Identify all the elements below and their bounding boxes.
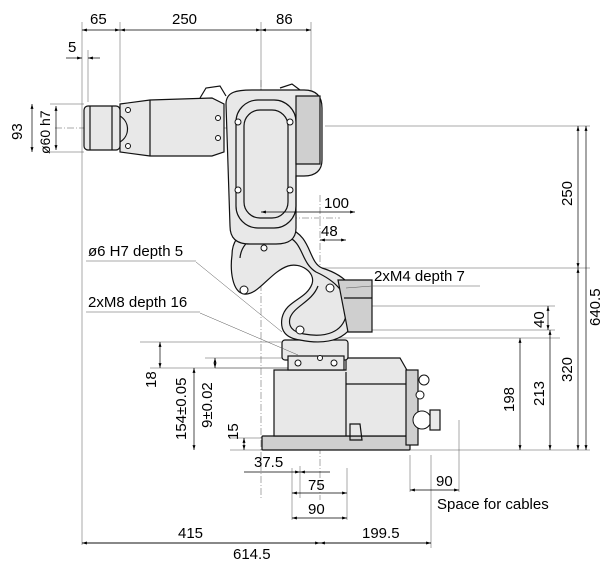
callout-labels: ø6 H7 depth 5 2xM8 depth 16 2xM4 depth 7…: [88, 243, 549, 513]
dim-15: 15: [225, 423, 242, 440]
callout-cable-space: Space for cables: [437, 496, 549, 513]
dim-614-5: 614.5: [233, 546, 271, 562]
lower-arm: [230, 225, 358, 343]
dim-198: 198: [501, 387, 518, 412]
forearm: [119, 97, 225, 157]
dim-154: 154±0.05: [173, 378, 190, 440]
dim-48: 48: [321, 223, 338, 240]
dim-250-vert: 250: [559, 181, 576, 206]
base-plate: [261, 435, 411, 451]
dim-86: 86: [276, 11, 293, 28]
dimension-labels: 65 250 86 5 93 ø60 h7 100 48 250 640.5 4…: [9, 11, 604, 562]
dim-90-cable: 90: [436, 473, 453, 490]
dim-flange-dia: ø60 h7: [37, 110, 53, 154]
connector-port: [412, 410, 432, 430]
dim-100: 100: [324, 195, 349, 212]
dim-199-5: 199.5: [362, 525, 400, 542]
cable-gland: [429, 409, 441, 431]
dim-213: 213: [531, 381, 548, 406]
dim-90-base: 90: [308, 501, 325, 518]
robot-body: [83, 83, 441, 451]
callout-m4: 2xM4 depth 7: [374, 268, 465, 285]
tool-flange: [83, 105, 121, 151]
connector-port: [415, 390, 425, 400]
dim-250-top: 250: [172, 11, 197, 28]
dim-415: 415: [178, 525, 203, 542]
dim-320: 320: [559, 357, 576, 382]
dim-75: 75: [308, 477, 325, 494]
callout-pin-hole: ø6 H7 depth 5: [88, 243, 183, 260]
dimension-lines: [30, 28, 588, 545]
dim-65: 65: [90, 11, 107, 28]
dim-37-5: 37.5: [254, 454, 283, 471]
connector-box: [405, 369, 419, 446]
dim-18: 18: [143, 371, 160, 388]
connector-port: [418, 374, 430, 386]
dim-640-5: 640.5: [587, 288, 604, 326]
callout-m8: 2xM8 depth 16: [88, 294, 187, 311]
dim-40: 40: [531, 311, 548, 328]
dim-5: 5: [68, 39, 76, 56]
dim-9: 9±0.02: [199, 382, 216, 428]
base-block: [273, 357, 409, 437]
dim-93: 93: [9, 123, 26, 140]
